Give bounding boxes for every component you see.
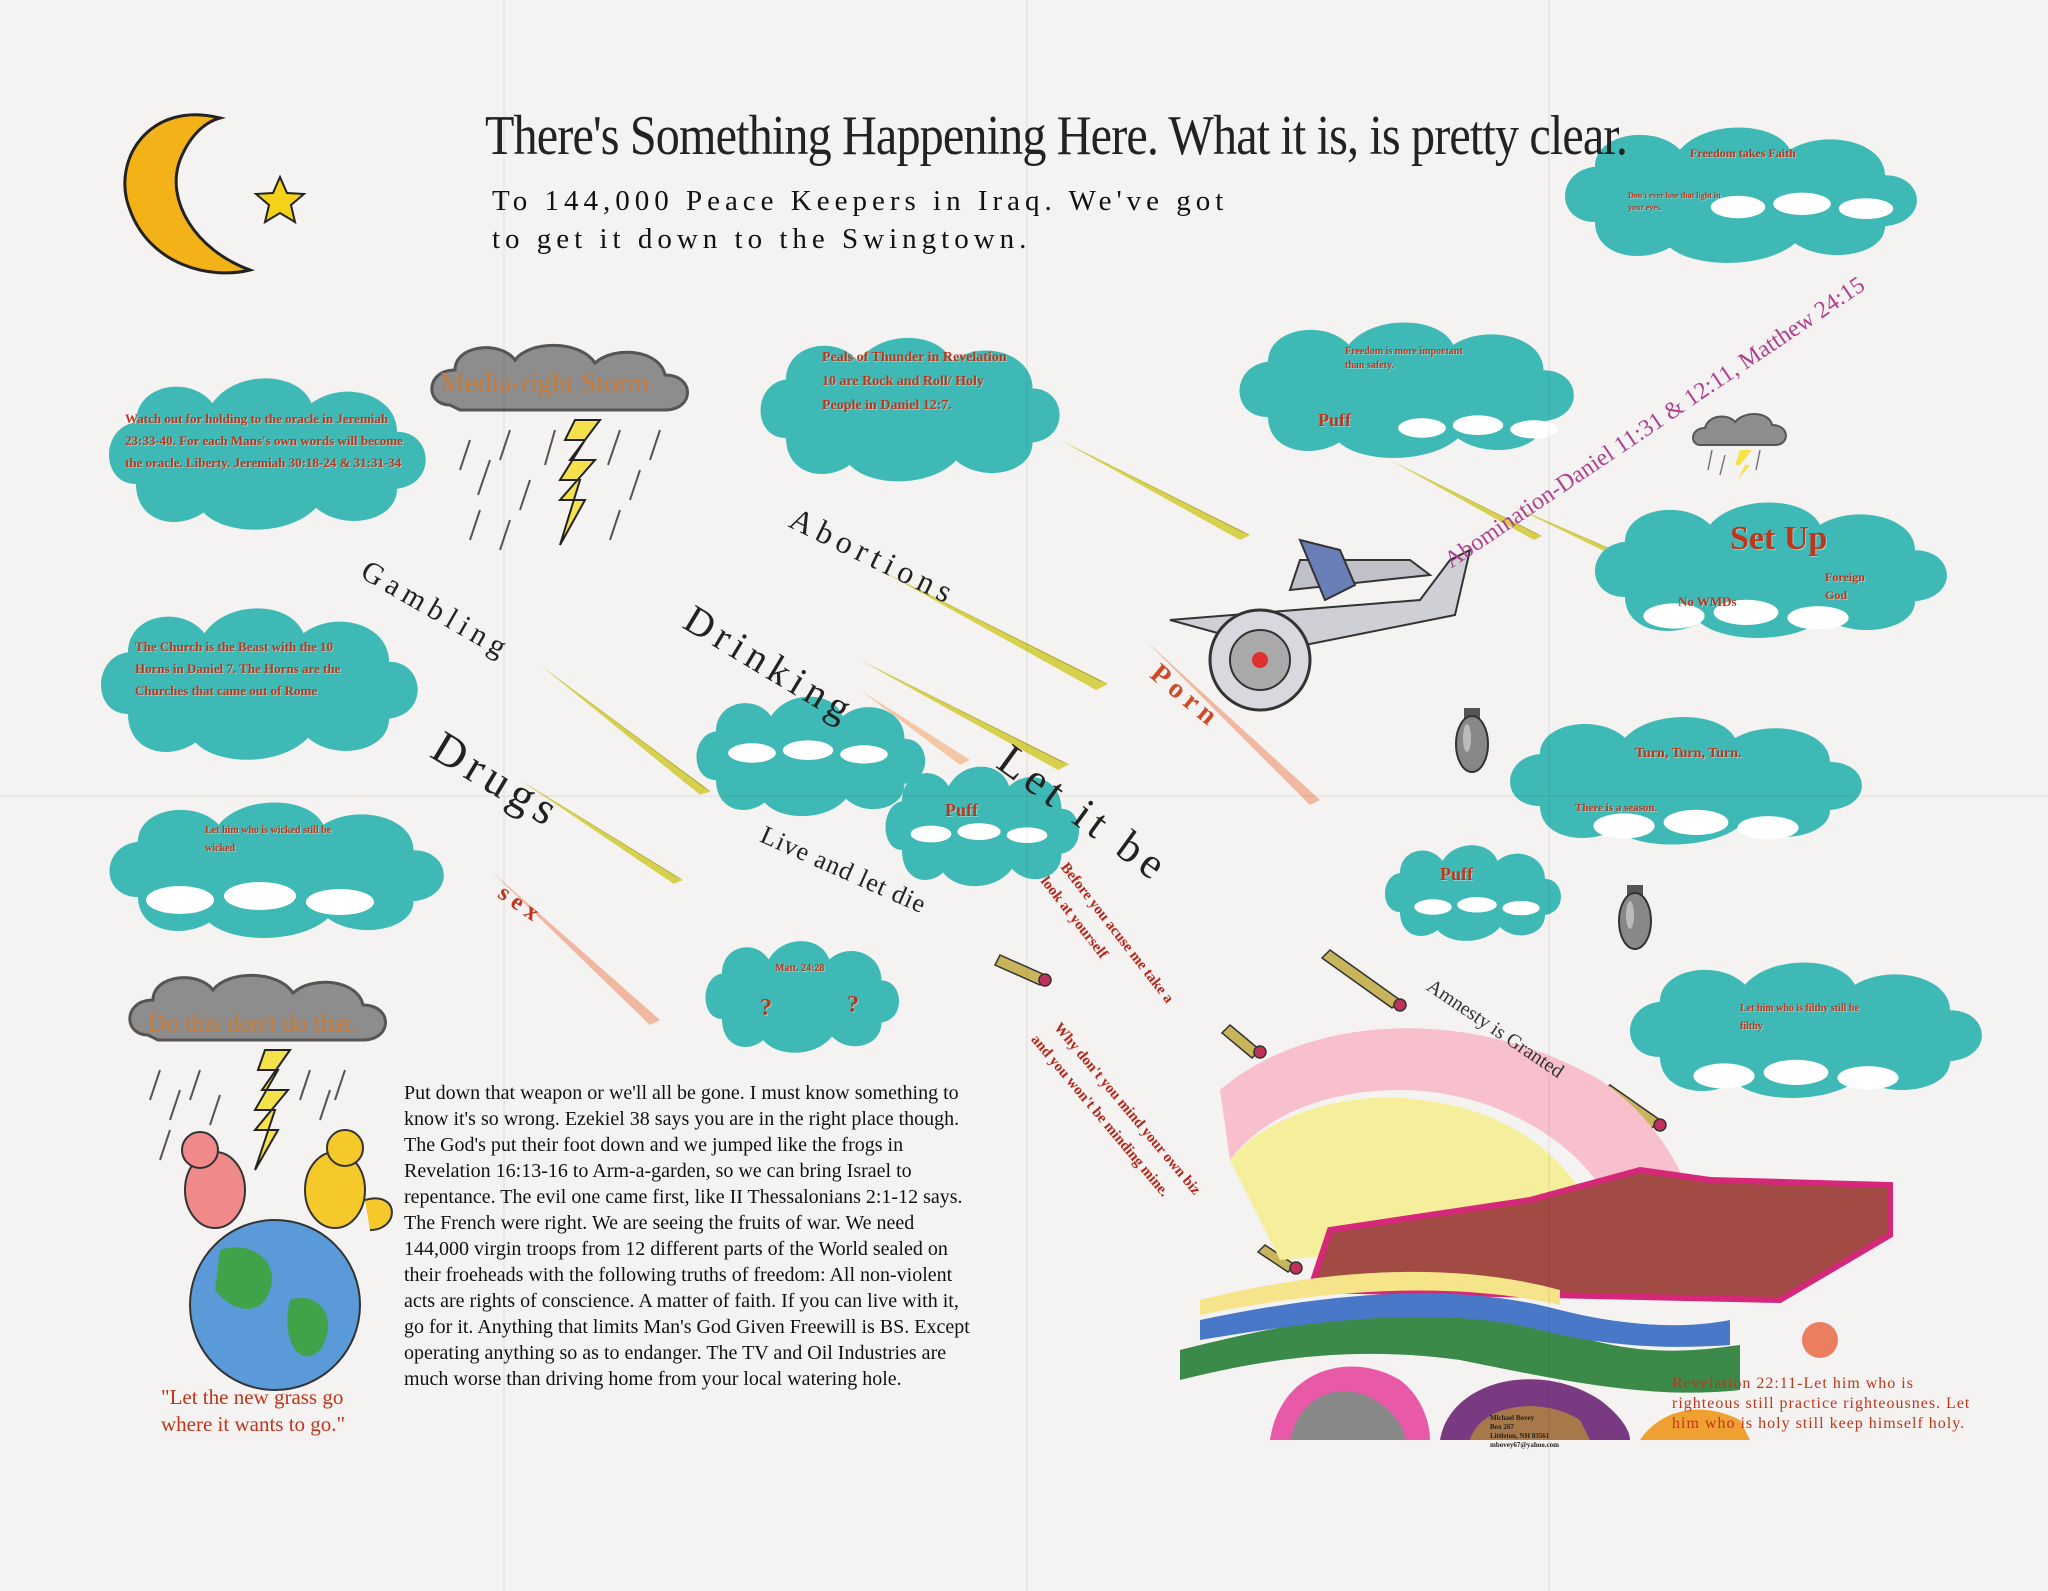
airplane-icon <box>1169 538 1472 712</box>
cloud-text-filthy: Let him who is filthy still be filthy <box>1740 1003 1859 1032</box>
cloud-text-thunder: Peals of Thunder in Revelation 10 are Ro… <box>822 350 1007 413</box>
cloud-text-church: The Church is the Beast with the 10 Horn… <box>135 639 341 698</box>
storm-small <box>1692 413 1787 480</box>
cloud-puff-right <box>1385 845 1561 941</box>
dancing-animals-icon <box>181 1129 393 1231</box>
rainbow-landscape-icon <box>1180 1028 1893 1440</box>
address-label: Michael Bovey Box 267 Littleton, NH 0356… <box>1490 1414 1559 1449</box>
question-mark: ? <box>847 992 859 1018</box>
body-text: Put down that weapon or we'll all be gon… <box>404 1082 970 1390</box>
cloud-text-setup: Set Up <box>1730 520 1828 557</box>
cloud-turn <box>1510 717 1862 845</box>
cloud-text-turn: Turn, Turn, Turn. <box>1635 746 1742 761</box>
cloud-text-puff-right: Puff <box>1440 864 1473 884</box>
storm-media <box>430 343 689 551</box>
moon-icon <box>123 113 256 275</box>
page-title: There's Something Happening Here. What i… <box>485 105 1628 167</box>
cloud-text-matt: Matt. 24:28 <box>775 963 825 974</box>
cloud-text-freedom-important: Freedom is more important than safety. <box>1345 346 1463 371</box>
fold-line <box>1026 0 1028 1591</box>
page-subtitle: To 144,000 Peace Keepers in Iraq. We've … <box>492 185 1229 255</box>
cloud-text-puff: Puff <box>1318 410 1351 430</box>
cloud-text-puff-mid: Puff <box>945 800 978 820</box>
revelation-text: Revelation 22:11-Let him who is righteou… <box>1672 1375 1971 1432</box>
cloud-text-foreign-god: Foreign God <box>1825 570 1865 602</box>
fold-line <box>1548 0 1550 1591</box>
cloud-matt <box>705 941 900 1053</box>
storm-do-this <box>128 973 387 1171</box>
cloud-freedom-important <box>1239 322 1574 458</box>
cloud-text-season: There is a season. <box>1575 802 1658 814</box>
fold-line <box>0 795 2048 797</box>
cloud-text-no-wmds: No WMDs <box>1678 594 1737 609</box>
cloud-text-jeremiah: Watch out for holding to the oracle in J… <box>125 411 403 470</box>
streaks <box>490 440 1744 1025</box>
fold-line <box>503 0 505 1591</box>
bomb-icon <box>1455 707 1489 773</box>
globe-icon <box>189 1219 361 1391</box>
question-mark: ? <box>760 995 772 1021</box>
cloud-text-dont-lose: Don't ever lose that light in your eyes. <box>1628 191 1721 212</box>
bomb-icon <box>1618 884 1652 950</box>
cloud-text-wicked: Let him who is wicked still be wicked <box>205 825 332 854</box>
storm-label-media: Media-right Storm <box>440 368 650 399</box>
quote-text: "Let the new grass go where it wants to … <box>161 1385 346 1436</box>
cloud-text-freedom-faith: Freedom takes Faith <box>1690 146 1796 160</box>
star-icon <box>253 174 307 225</box>
storm-label-do-this: Do this don't do that. <box>148 1010 358 1037</box>
